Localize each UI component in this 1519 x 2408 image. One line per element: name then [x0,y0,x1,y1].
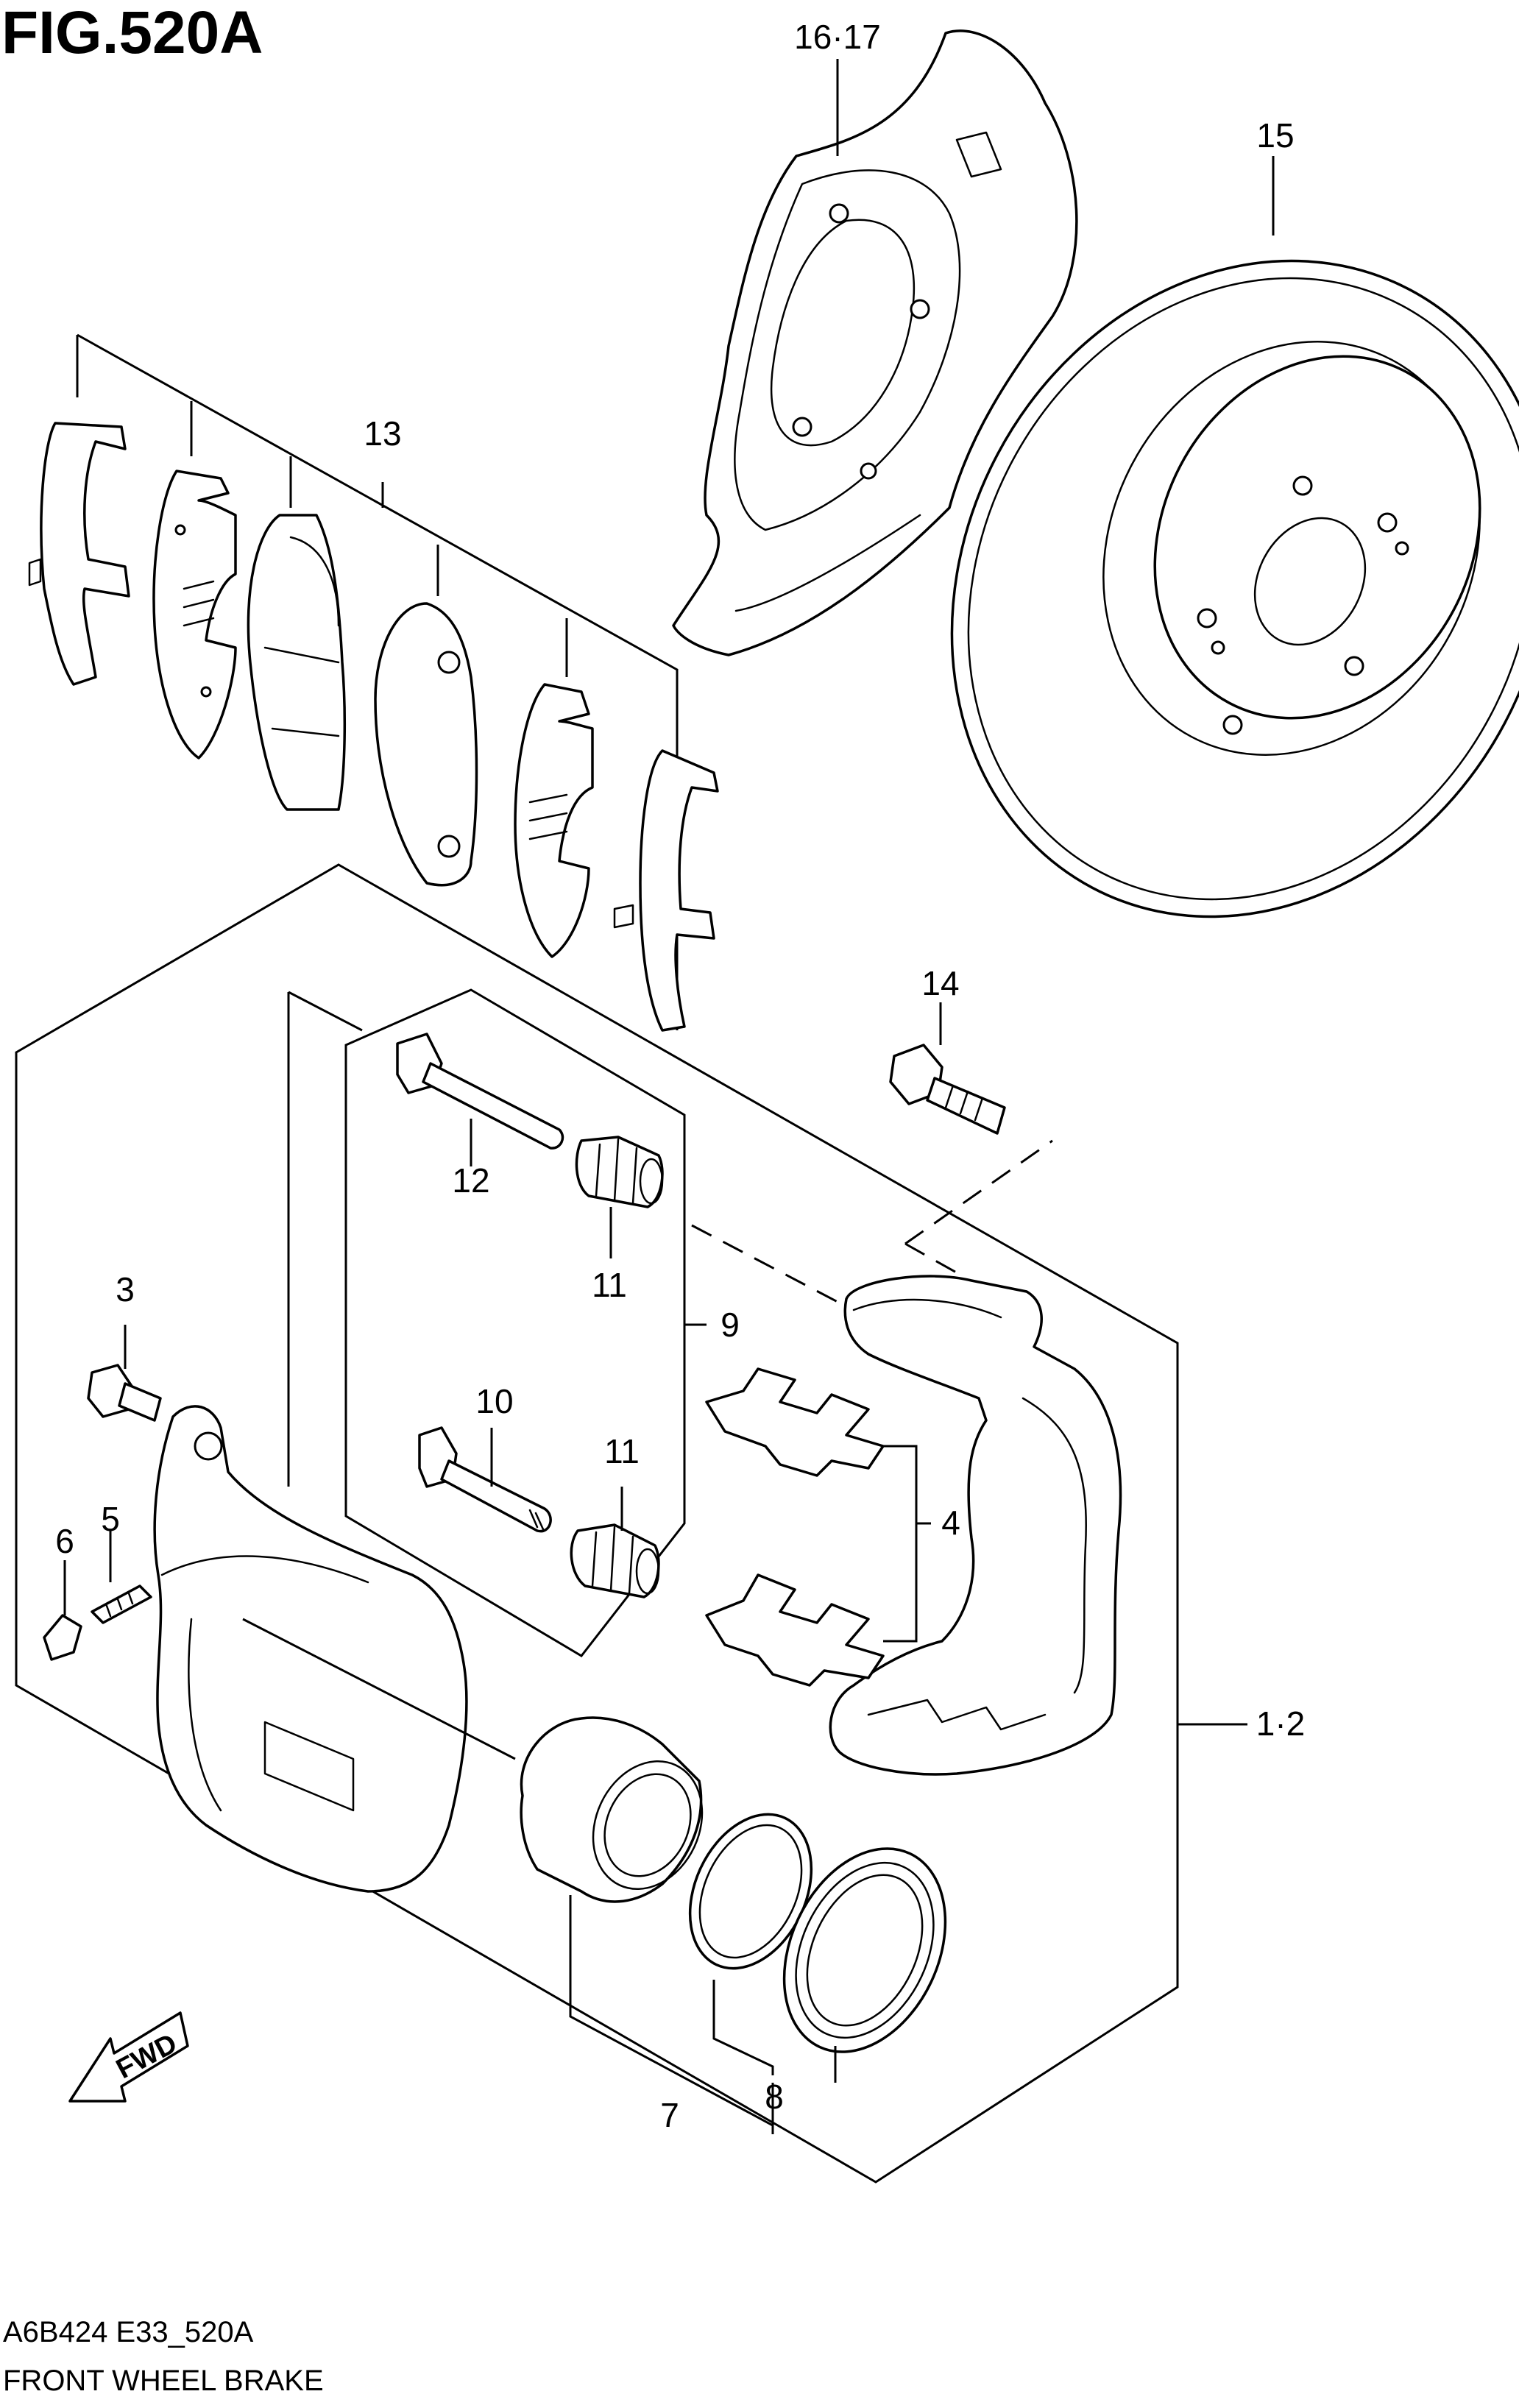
piston-boot [782,1847,947,2053]
callout-6: 6 [55,1522,74,1560]
callout-9: 9 [720,1306,740,1344]
callout-5: 5 [101,1500,120,1538]
pad-shim-outer [28,422,130,686]
brake-pad-inner [374,602,478,887]
pad-shim-inner [613,749,719,1032]
guide-pin-lower [418,1426,552,1533]
caliper-housing [153,1405,468,1893]
bleeder-screw [91,1584,152,1624]
callout-8: 8 [765,2078,784,2116]
figure-title: FIG.520A [1,0,263,66]
figure-caption: FRONT WHEEL BRAKE [3,2365,324,2397]
figure-code: A6B424 E33_520A [3,2316,254,2348]
brake-pad-outer [247,514,347,811]
callout-13: 13 [364,414,401,453]
dust-shield [672,29,1078,656]
callout-14: 14 [921,964,959,1002]
caliper-bracket [829,1275,1122,1776]
callout-1-2: 1·2 [1256,1704,1305,1743]
pad-clip-upper [705,1367,885,1477]
anti-squeal-shim-inner [514,683,594,958]
callout-12: 12 [452,1161,489,1200]
mounting-bolt [889,1044,1006,1135]
callout-4: 4 [941,1504,960,1542]
pin-boot-upper [575,1136,664,1208]
bleeder-cap [43,1614,82,1661]
fwd-arrow-icon: FWD [68,2011,189,2103]
guide-pin-upper [396,1033,564,1150]
callout-7: 7 [660,2096,679,2134]
callout-3: 3 [116,1270,135,1309]
callout-15: 15 [1256,116,1294,155]
anti-squeal-shim-outer [152,470,237,759]
callout-11-lower: 11 [604,1432,640,1470]
caliper-bolt [87,1364,162,1422]
pad-clip-lower [705,1573,885,1687]
callout-16-17: 16·17 [794,18,881,56]
caliper-piston [520,1716,704,1903]
callout-11-upper: 11 [592,1266,627,1304]
pin-boot-lower [570,1523,660,1598]
brake-disc [950,259,1519,918]
callout-10: 10 [475,1382,513,1420]
